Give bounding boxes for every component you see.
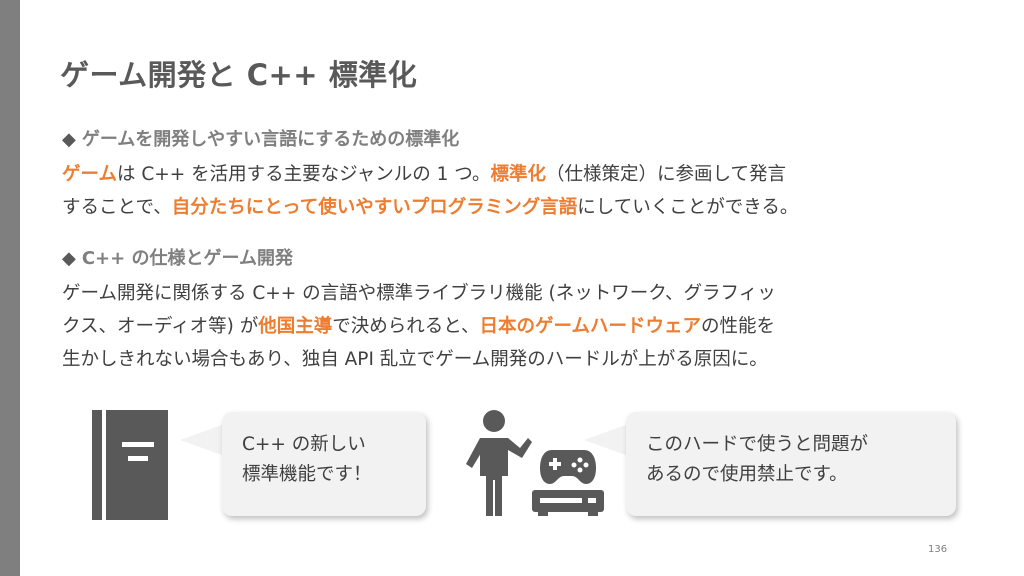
page-number: 136 [928, 544, 948, 555]
section-heading-text: C++ の仕様とゲーム開発 [81, 248, 293, 269]
highlighted-text: 自分たちにとって使いやすいプログラミング言語 [171, 197, 578, 218]
section-paragraph-2: ゲーム開発に関係する C++ の言語や標準ライブラリ機能 (ネットワーク、グラフ… [62, 277, 992, 376]
diamond-bullet-icon: ◆ [62, 248, 76, 269]
text-run: は C++ を活用する主要なジャンルの 1 つ。 [116, 164, 491, 185]
paragraph-line: クス、オーディオ等) が他国主導で決められると、日本のゲームハードウェアの性能を [62, 310, 992, 343]
paragraph-line: することで、自分たちにとって使いやすいプログラミング言語にしていくことができる。 [62, 191, 992, 224]
speech-bubble-right: このハードで使うと問題が あるので使用禁止です。 [626, 412, 956, 516]
book-icon [92, 410, 168, 524]
bubble-line: 標準機能です！ [242, 464, 372, 485]
paragraph-line: ゲームは C++ を活用する主要なジャンルの 1 つ。標準化（仕様策定）に参画し… [62, 158, 992, 191]
left-accent-bar [0, 0, 20, 576]
game-console-icon [532, 490, 604, 520]
bubble-line: C++ の新しい [242, 434, 366, 455]
text-run: （仕様策定）に参画して発言 [546, 164, 786, 185]
speech-bubble-tail [584, 420, 634, 464]
paragraph-line: 生かしきれない場合もあり、独自 API 乱立でゲーム開発のハードルが上がる原因に… [62, 343, 992, 376]
text-run: にしていくことができる。 [577, 197, 799, 218]
highlighted-text: 日本のゲームハードウェア [479, 316, 701, 337]
diamond-bullet-icon: ◆ [62, 129, 76, 150]
person-icon [462, 408, 534, 522]
speech-bubble-tail [180, 420, 230, 464]
text-run: 生かしきれない場合もあり、独自 API 乱立でゲーム開発のハードルが上がる原因に… [62, 349, 768, 370]
section-heading-text: ゲームを開発しやすい言語にするための標準化 [81, 129, 460, 150]
speech-bubble-left: C++ の新しい 標準機能です！ [222, 412, 426, 516]
slide-title: ゲーム開発と C++ 標準化 [60, 58, 418, 92]
highlighted-text: 標準化 [490, 164, 547, 185]
text-run: することで、 [62, 197, 172, 218]
text-run: で決められると、 [332, 316, 480, 337]
section-heading-2: ◆C++ の仕様とゲーム開発 [62, 244, 293, 270]
text-run: の性能を [700, 316, 775, 337]
bubble-line: あるので使用禁止です。 [646, 464, 848, 485]
bubble-line: このハードで使うと問題が [646, 434, 869, 455]
section-paragraph-1: ゲームは C++ を活用する主要なジャンルの 1 つ。標準化（仕様策定）に参画し… [62, 158, 992, 224]
highlighted-text: 他国主導 [258, 316, 333, 337]
game-controller-icon [538, 446, 598, 490]
text-run: ゲーム開発に関係する C++ の言語や標準ライブラリ機能 (ネットワーク、グラフ… [62, 283, 776, 304]
paragraph-line: ゲーム開発に関係する C++ の言語や標準ライブラリ機能 (ネットワーク、グラフ… [62, 277, 992, 310]
highlighted-text: ゲーム [62, 164, 117, 185]
section-heading-1: ◆ゲームを開発しやすい言語にするための標準化 [62, 125, 459, 151]
text-run: クス、オーディオ等) が [62, 316, 259, 337]
